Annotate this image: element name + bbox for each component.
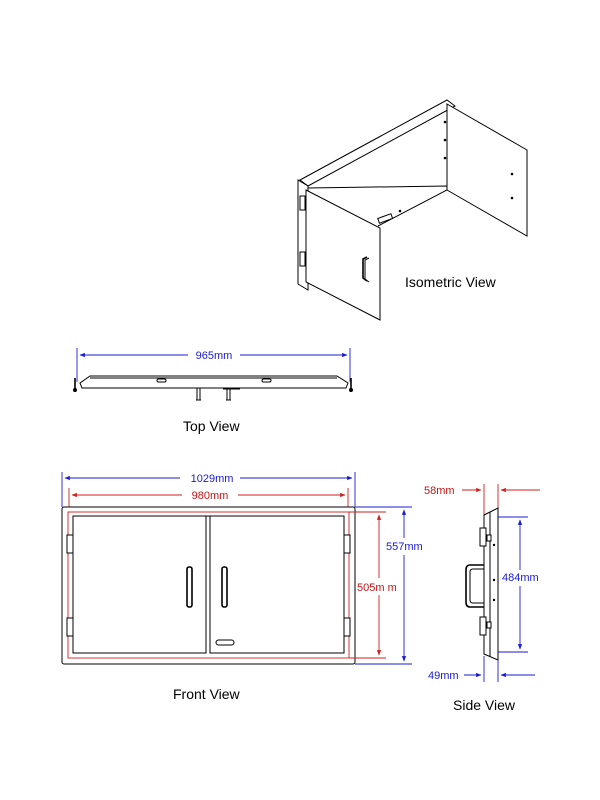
top-width-dimension: 965mm	[196, 350, 233, 362]
top-view-drawing	[73, 348, 353, 401]
isometric-view-label: Isometric View	[405, 274, 497, 290]
front-view-label: Front View	[173, 686, 241, 702]
front-inner-width-dimension: 980mm	[192, 490, 229, 502]
front-outer-width-dimension: 1029mm	[191, 473, 234, 485]
side-view-drawing	[462, 484, 540, 682]
side-depth-top-dimension: 58mm	[424, 485, 455, 497]
side-depth-bottom-dimension: 49mm	[428, 670, 459, 682]
side-height-dimension: 484mm	[502, 572, 539, 584]
side-view-label: Side View	[453, 697, 516, 713]
top-view-label: Top View	[183, 418, 240, 434]
front-outer-height-dimension: 557mm	[386, 541, 423, 553]
front-inner-height-dimension: 505m m	[357, 582, 397, 594]
front-view-drawing	[61, 472, 412, 665]
isometric-view-drawing	[297, 99, 528, 321]
